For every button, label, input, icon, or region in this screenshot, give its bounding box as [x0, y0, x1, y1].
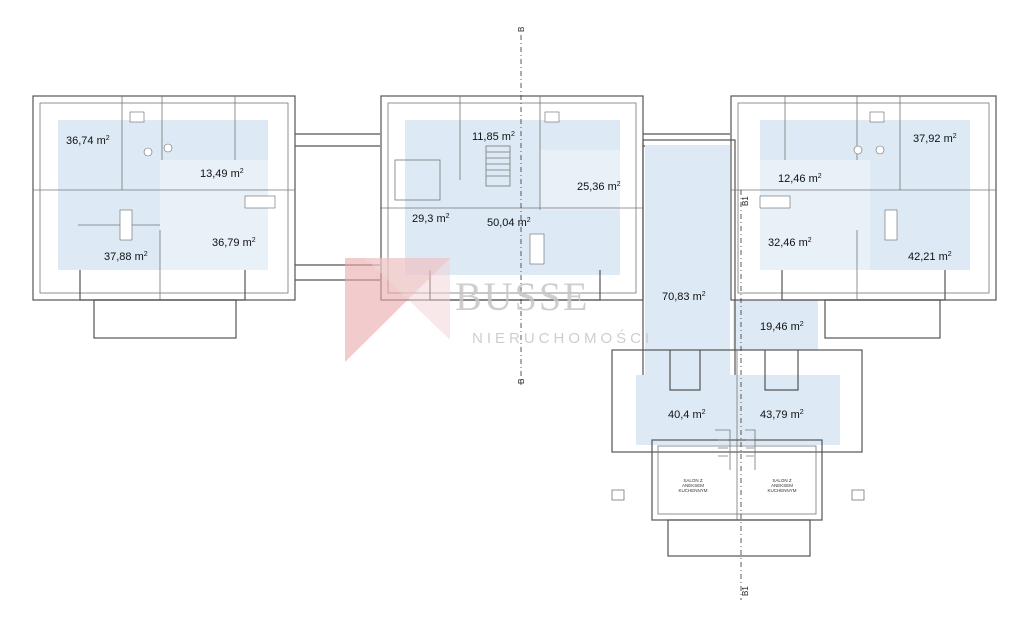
left-terrace	[93, 299, 237, 339]
center-bath	[394, 159, 441, 201]
center-bath-tub	[529, 233, 545, 265]
area-left-bottom-left: 37,88 m2	[104, 251, 148, 263]
area-left-mid: 13,49 m2	[200, 168, 244, 180]
salon-right-line1: SALON Z	[772, 478, 792, 483]
south-wing	[611, 139, 865, 557]
center-stairs	[485, 145, 511, 187]
area-labels: 36,74 m2 13,49 m2 37,88 m2 36,79 m2 11,8…	[66, 131, 957, 421]
lower-rooms-fill	[636, 375, 840, 445]
area-center-left: 29,3 m2	[412, 213, 450, 225]
corridor-fill	[645, 145, 730, 390]
left-sink-2	[163, 143, 173, 153]
section-b1-top: B1	[741, 196, 750, 206]
salon-labels: SALON Z ANEKSEM KUCHENNYM SALON Z ANEKSE…	[678, 478, 796, 493]
lower-stub-right	[851, 489, 865, 501]
area-lower-right-mid: 19,46 m2	[760, 321, 804, 333]
area-right-bottom-left: 32,46 m2	[768, 237, 812, 249]
lower-right-mid-fill	[733, 300, 818, 350]
area-lower-right: 43,79 m2	[760, 409, 804, 421]
salon-left-line1: SALON Z	[683, 478, 703, 483]
right-building	[730, 95, 997, 339]
left-room-fill-2	[160, 160, 268, 270]
area-right-bottom-right: 42,21 m2	[908, 251, 952, 263]
area-center-top: 11,85 m2	[472, 131, 515, 143]
right-toilet-1	[869, 111, 885, 123]
lower-stairs	[715, 429, 756, 470]
right-sink-2	[875, 145, 885, 155]
salon-inner	[657, 445, 817, 515]
lower-stair-treads	[718, 439, 754, 457]
lower-terrace	[667, 519, 811, 557]
area-right-top-right: 37,92 m2	[913, 133, 957, 145]
right-bath-1	[884, 209, 898, 241]
section-b1-bottom: B1	[741, 586, 750, 596]
center-building	[380, 95, 644, 301]
right-terrace	[824, 299, 941, 339]
left-inner-wall	[39, 102, 289, 294]
watermark-pink-shape	[365, 258, 450, 340]
area-right-mid: 12,46 m2	[778, 173, 822, 185]
area-corridor: 70,83 m2	[662, 291, 706, 303]
right-sink-1	[853, 145, 863, 155]
section-b-top: B	[517, 27, 526, 32]
area-left-top-left: 36,74 m2	[66, 135, 110, 147]
center-stair-treads	[486, 151, 510, 177]
left-building	[32, 95, 296, 339]
left-bath-2	[244, 195, 276, 209]
area-center-right: 25,36 m2	[577, 181, 621, 193]
left-sink-1	[143, 147, 153, 157]
left-toilet-1	[129, 111, 145, 123]
left-bath-1	[119, 209, 133, 241]
right-inner-wall	[737, 102, 990, 294]
salon-left-line3: KUCHENNYM	[678, 488, 707, 493]
center-room-fill-2	[540, 150, 620, 210]
salon-right-line3: KUCHENNYM	[767, 488, 796, 493]
lower-bays	[669, 350, 799, 391]
area-center-main: 50,04 m2	[487, 217, 531, 229]
watermark-subtitle: NIERUCHOMOŚCI	[472, 329, 653, 347]
left-bay	[79, 270, 246, 301]
salon-left-line2: ANEKSEM	[682, 483, 704, 488]
center-inner-wall	[387, 102, 637, 294]
section-b-bottom: B	[517, 379, 526, 384]
right-bay	[781, 270, 946, 301]
area-lower-left: 40,4 m2	[668, 409, 706, 421]
salon-right-line2: ANEKSEM	[771, 483, 793, 488]
center-toilet	[544, 111, 560, 123]
area-left-bottom-right: 36,79 m2	[212, 237, 256, 249]
right-room-fill-2	[760, 160, 870, 270]
lower-stub-left	[611, 489, 625, 501]
watermark-brand: BUSSE	[455, 274, 590, 319]
left-connector	[295, 133, 380, 281]
busse-watermark: BUSSE NIERUCHOMOŚCI	[345, 258, 653, 362]
right-bath-2	[759, 195, 791, 209]
